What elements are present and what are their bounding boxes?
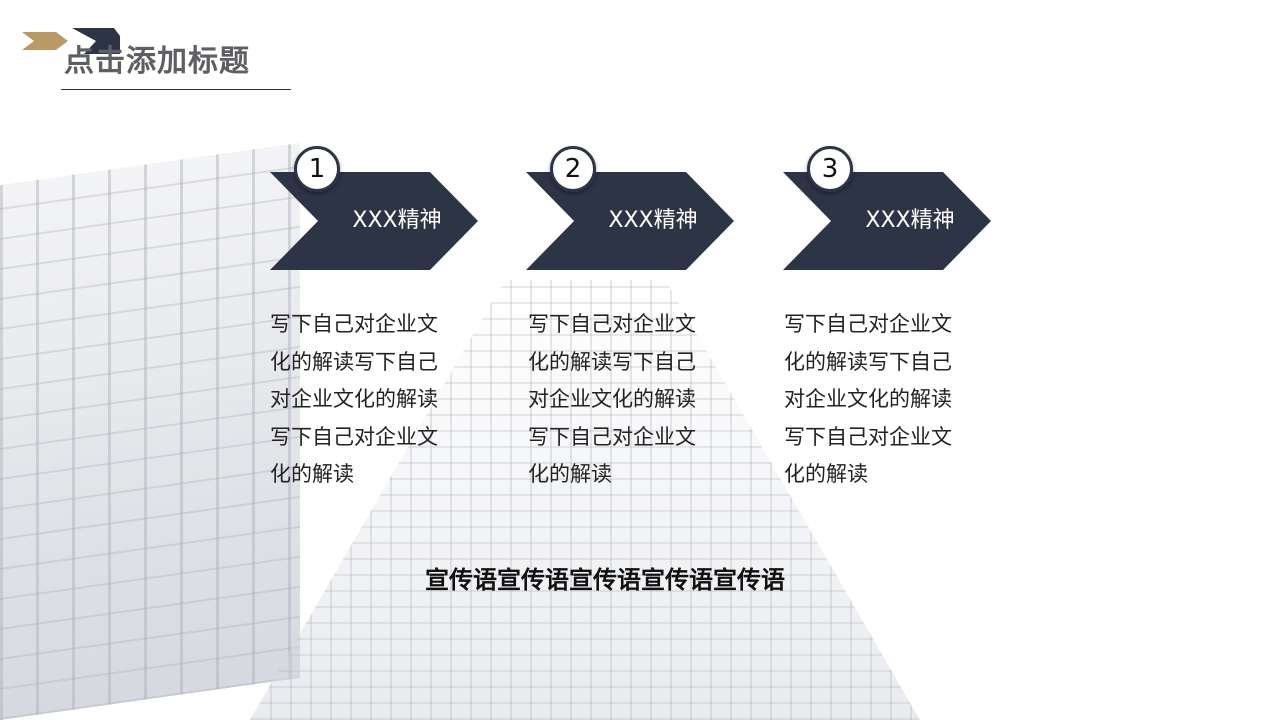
step-2-number-badge: 2 (550, 146, 596, 192)
step-1-number-badge: 1 (294, 146, 340, 192)
page-title: 点击添加标题 (64, 44, 250, 79)
step-2-label: XXX精神 (608, 208, 698, 233)
chevron-logo-icon (22, 28, 120, 54)
slogan-text: 宣传语宣传语宣传语宣传语宣传语 (425, 566, 785, 594)
step-2-description: 写下自己对企业文化的解读写下自己对企业文化的解读写下自己对企业文化的解读 (528, 312, 696, 486)
step-3-number-badge: 3 (807, 146, 853, 192)
step-2-arrow-shape (526, 172, 734, 270)
step-1-label: XXX精神 (352, 208, 442, 233)
step-1-description: 写下自己对企业文化的解读写下自己对企业文化的解读写下自己对企业文化的解读 (270, 312, 438, 486)
step-3-label: XXX精神 (865, 208, 955, 233)
step-1-arrow-shape (270, 172, 478, 270)
title-underline (61, 89, 291, 90)
step-3-description: 写下自己对企业文化的解读写下自己对企业文化的解读写下自己对企业文化的解读 (784, 312, 952, 486)
step-3-arrow-shape (783, 172, 991, 270)
background-building-left (0, 142, 300, 720)
